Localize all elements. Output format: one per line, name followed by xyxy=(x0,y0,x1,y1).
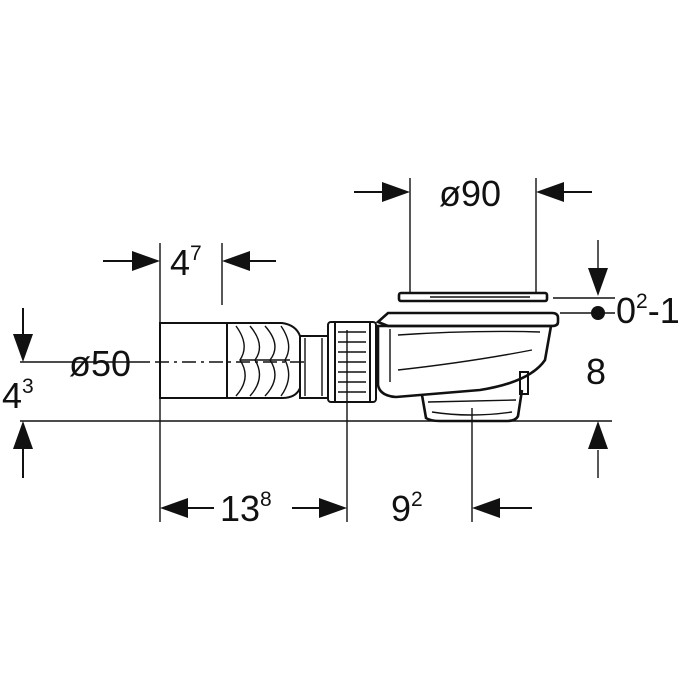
dim-center-offset: 92 xyxy=(391,488,423,529)
pipe-connector xyxy=(226,321,377,403)
dimension-texts: ø90 ø50 47 43 138 92 8 02-1 xyxy=(2,173,680,529)
drain-body xyxy=(375,291,560,423)
dimension-arrows xyxy=(13,182,608,518)
dim-trap-height: 8 xyxy=(586,351,606,392)
dim-pipe-diameter: ø50 xyxy=(69,343,131,384)
dim-sleeve-width: 47 xyxy=(170,242,202,283)
pipe-sleeve xyxy=(159,322,228,399)
dim-grate-adjust: 02-1 xyxy=(616,290,680,331)
dim-pipe-height: 43 xyxy=(2,375,34,416)
dim-drain-diameter: ø90 xyxy=(439,173,501,214)
dim-pipe-length: 138 xyxy=(220,488,272,529)
nut-threads xyxy=(338,331,366,393)
